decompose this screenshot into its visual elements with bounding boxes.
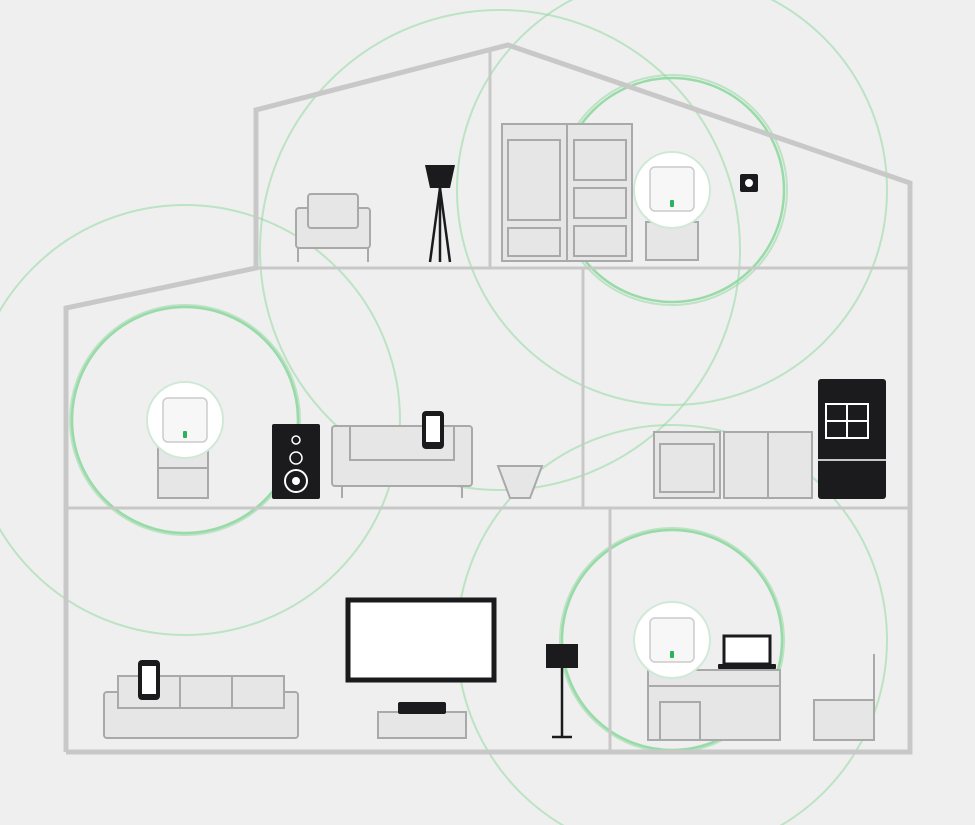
signal-wave: [69, 304, 301, 536]
house-outline: [63, 42, 913, 755]
signal-wave: [259, 9, 741, 491]
tv-icon: [345, 597, 497, 683]
speaker-icon: [272, 424, 320, 499]
floor-lamp-icon: [425, 165, 455, 263]
mesh-router-icon: [633, 151, 711, 229]
floor-lamp-icon: [546, 644, 578, 739]
armchair-icon: [295, 193, 371, 262]
office-chair-icon: [813, 654, 875, 741]
sofa-icon: [331, 425, 473, 498]
signal-wave: [456, 0, 888, 406]
wardrobe-icon: [501, 123, 633, 262]
sofa-icon: [103, 675, 299, 739]
smartphone-icon: [422, 411, 444, 449]
set-top-box-icon: [377, 702, 467, 739]
signal-wave: [70, 305, 300, 535]
lampshade-icon: [496, 465, 544, 499]
signal-wave: [0, 204, 401, 636]
desk-icon: [647, 669, 781, 741]
fridge-icon: [818, 379, 886, 499]
mesh-router-icon: [633, 601, 711, 679]
mesh-router-icon: [146, 381, 224, 459]
smartphone-icon: [138, 660, 160, 700]
kitchen-counter-icon: [653, 431, 813, 499]
security-camera-icon: [740, 174, 758, 192]
laptop-icon: [718, 634, 776, 669]
